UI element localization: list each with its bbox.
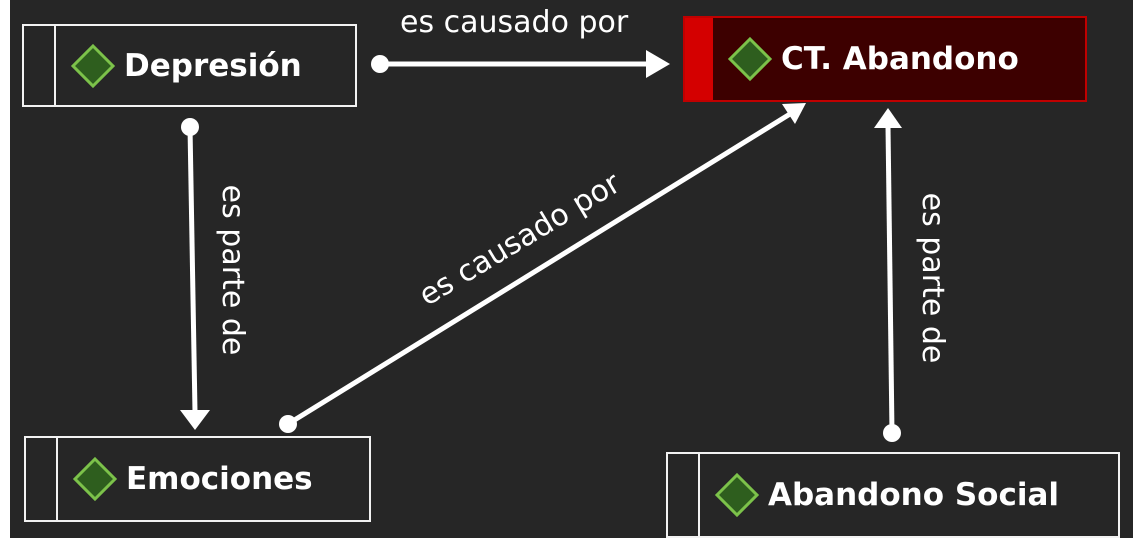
edge-social-ct[interactable] — [874, 108, 902, 442]
green-diamond-icon — [714, 472, 760, 518]
node-label: Emociones — [126, 461, 313, 497]
node-strip-selected — [685, 18, 713, 100]
node-label: CT. Abandono — [781, 41, 1019, 77]
arrowhead-icon — [180, 410, 210, 430]
arrowhead-icon — [646, 50, 670, 78]
node-label: Depresión — [124, 47, 302, 84]
edge-line — [885, 125, 895, 434]
node-strip — [668, 454, 700, 536]
edge-label-depresion-emociones: es parte de — [215, 184, 250, 356]
edge-label-social-ct: es parte de — [915, 192, 950, 364]
node-abandono-social[interactable]: Abandono Social — [666, 452, 1120, 538]
node-strip — [24, 26, 56, 105]
node-depresion[interactable]: Depresión — [22, 24, 357, 107]
node-label: Abandono Social — [768, 477, 1059, 513]
green-diamond-icon — [70, 43, 116, 88]
green-diamond-icon — [727, 36, 773, 82]
node-ct-abandono[interactable]: CT. Abandono — [683, 16, 1087, 102]
arrowhead-icon — [782, 103, 806, 124]
edge-emociones-ct[interactable] — [279, 103, 806, 433]
edge-depresion-ct[interactable] — [371, 50, 670, 78]
node-emociones[interactable]: Emociones — [24, 436, 371, 522]
edge-line — [286, 111, 792, 427]
edge-label-depresion-ct: es causado por — [400, 5, 629, 40]
edge-depresion-emociones[interactable] — [180, 118, 210, 430]
node-strip — [26, 438, 58, 520]
arrowhead-icon — [874, 108, 902, 128]
edge-line — [187, 126, 198, 413]
green-diamond-icon — [72, 456, 118, 502]
